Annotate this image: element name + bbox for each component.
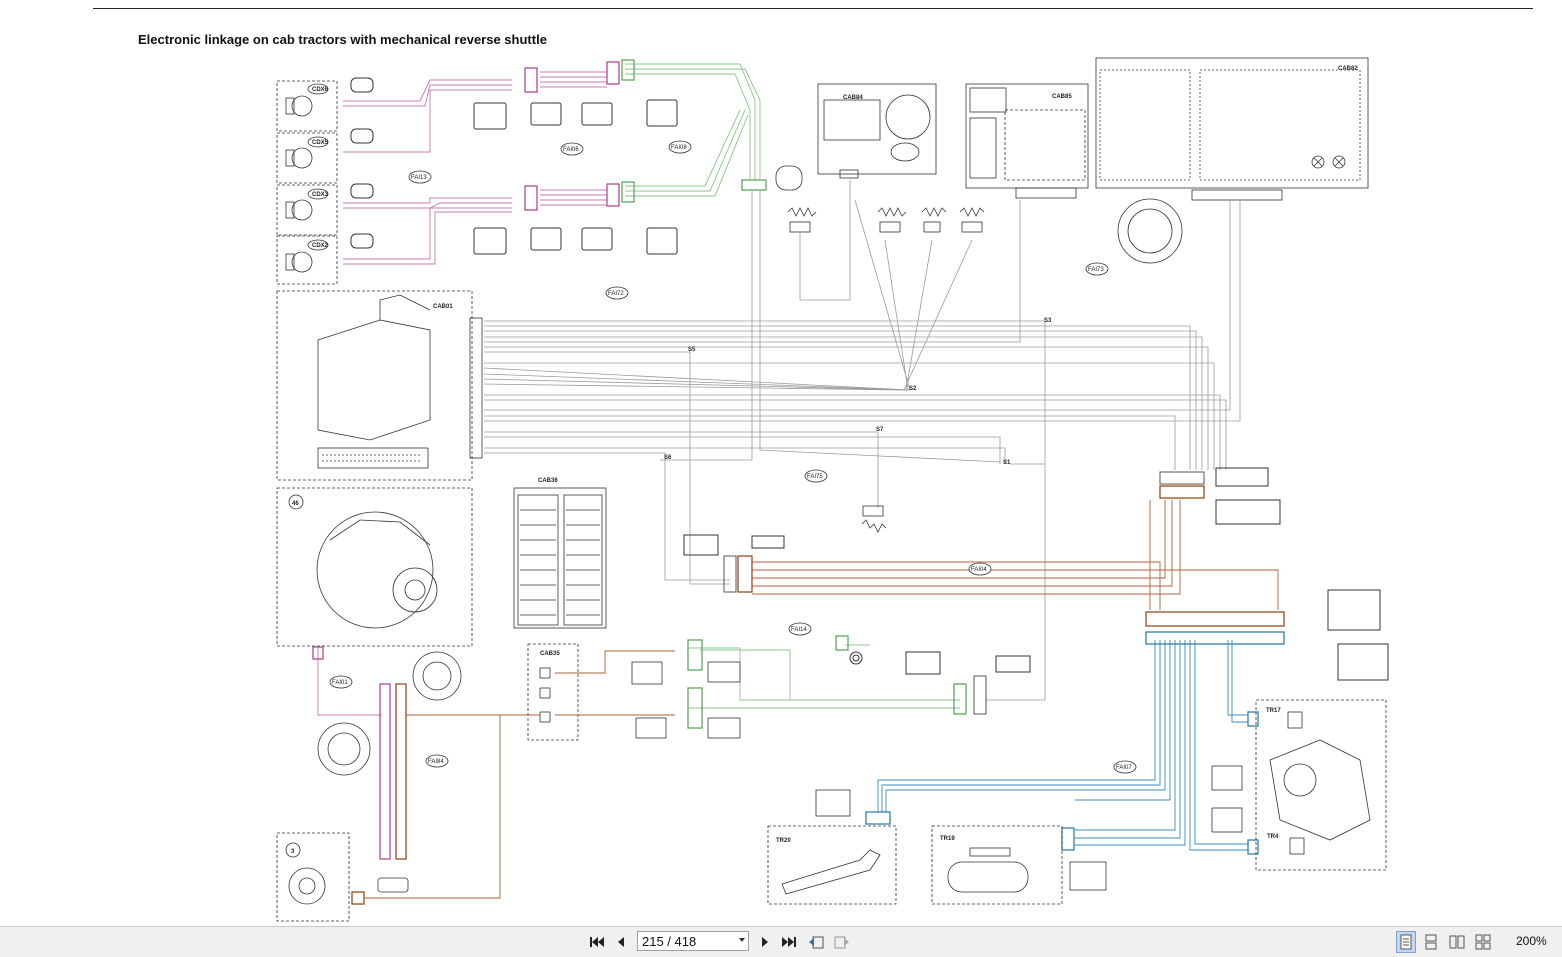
ignition-box xyxy=(276,832,350,922)
viewer-toolbar: 215 / 418 xyxy=(0,926,1562,957)
cab85-box xyxy=(965,83,1089,199)
continuous-view-button[interactable] xyxy=(1422,933,1440,951)
cab82-box xyxy=(1095,57,1369,264)
cab01-ecu-box xyxy=(276,290,483,481)
blue-wires xyxy=(877,640,1248,851)
page-title: Electronic linkage on cab tractors with … xyxy=(138,32,547,47)
eng-connectors xyxy=(317,651,462,893)
facing-view-button[interactable] xyxy=(1448,933,1466,951)
cab35-box xyxy=(527,643,741,741)
go-back-view-icon xyxy=(809,936,824,949)
fai72-label: FAI72 xyxy=(608,291,624,297)
facing-pages-icon xyxy=(1449,935,1465,949)
fai84-label: FAI84 xyxy=(428,759,444,765)
first-page-button[interactable] xyxy=(588,933,606,951)
cab36-fuse-box xyxy=(513,487,607,629)
next-page-button[interactable] xyxy=(756,933,774,951)
fai01-label: FAI01 xyxy=(332,680,348,686)
splice-s7: S7 xyxy=(876,427,884,433)
page-indicator: 215 / 418 xyxy=(642,933,697,949)
cab85-label: CAB85 xyxy=(1052,94,1072,100)
cab01-label: CAB01 xyxy=(433,304,453,310)
single-page-view-button[interactable] xyxy=(1396,931,1416,953)
last-page-icon xyxy=(782,937,796,947)
fai04-label: FAI04 xyxy=(971,567,987,573)
dropdown-arrow-icon[interactable] xyxy=(739,938,745,942)
go-back-view-button[interactable] xyxy=(807,933,825,951)
cdx5-label: CDX5 xyxy=(312,140,329,146)
continuous-facing-icon xyxy=(1475,934,1491,950)
cdx-connector-icons xyxy=(350,77,678,255)
harness-bubbles xyxy=(329,140,1137,774)
green-connectors xyxy=(621,59,967,729)
go-forward-view-icon xyxy=(834,936,849,949)
brown-wires xyxy=(364,500,1279,899)
single-page-icon xyxy=(1400,934,1412,950)
cab84-box xyxy=(775,83,937,191)
cab84-label: CAB84 xyxy=(843,95,863,101)
green-wires xyxy=(625,63,960,709)
brown-eng-connector xyxy=(351,683,407,905)
splice-s3: S3 xyxy=(1044,318,1052,324)
page-number-field[interactable]: 215 / 418 xyxy=(637,931,749,951)
fai13-label: FAI13 xyxy=(411,175,427,181)
fai14-label: FAI14 xyxy=(791,627,807,633)
fai73-label: FAI73 xyxy=(1088,267,1104,273)
cdx6-label: CDX6 xyxy=(312,87,329,93)
cdx2-label: CDX2 xyxy=(312,243,329,249)
page-top-rule xyxy=(93,8,1533,9)
sensor-boxes xyxy=(767,699,1387,905)
pink-connectors xyxy=(312,61,620,860)
continuous-facing-view-button[interactable] xyxy=(1474,933,1492,951)
go-forward-view-button[interactable] xyxy=(833,933,851,951)
wiring-schematic: CDX6 CDX5 CDX3 CDX2 xyxy=(276,57,1389,922)
item-3-label: 3 xyxy=(291,849,295,855)
tr17-label: TR17 xyxy=(1266,708,1281,714)
zoom-level[interactable]: 200% xyxy=(1516,934,1547,948)
alternator-box xyxy=(276,487,473,647)
splice-s5: S5 xyxy=(688,347,696,353)
fai75-label: FAI75 xyxy=(807,474,823,480)
cdx3-label: CDX3 xyxy=(312,192,329,198)
resistor-r04 xyxy=(861,505,887,533)
cdx-switch-group xyxy=(276,80,338,285)
brown-connectors xyxy=(737,485,1285,627)
tr20-label: TR20 xyxy=(776,838,791,844)
previous-page-icon xyxy=(618,937,624,947)
blue-connectors xyxy=(865,631,1285,855)
first-page-icon xyxy=(590,937,604,947)
tr19-label: TR19 xyxy=(940,836,955,842)
alternator-46-label: 46 xyxy=(292,501,299,507)
last-page-button[interactable] xyxy=(780,933,798,951)
document-page: Electronic linkage on cab tractors with … xyxy=(93,8,1533,922)
fai06-label: FAI06 xyxy=(563,147,579,153)
misc-connector-icons xyxy=(683,467,1389,681)
continuous-page-icon xyxy=(1425,934,1437,950)
fai07-label: FAI07 xyxy=(1116,765,1132,771)
next-page-icon xyxy=(762,937,768,947)
previous-page-button[interactable] xyxy=(612,933,630,951)
gray-connector-cab80 xyxy=(723,471,1205,715)
gray-wire-bus xyxy=(483,180,1241,701)
resistor-row xyxy=(787,207,985,233)
splice-s6: S6 xyxy=(664,455,672,461)
cab35-label: CAB35 xyxy=(540,651,560,657)
tr4-label: TR4 xyxy=(1267,834,1279,840)
splice-s2: S2 xyxy=(909,386,917,392)
pink-wires-cdx xyxy=(317,71,607,716)
cab36-label: CAB36 xyxy=(538,478,558,484)
fai08-label: FAI08 xyxy=(671,145,687,151)
splice-s1: S1 xyxy=(1003,460,1011,466)
cab82-label: CAB82 xyxy=(1338,66,1358,72)
